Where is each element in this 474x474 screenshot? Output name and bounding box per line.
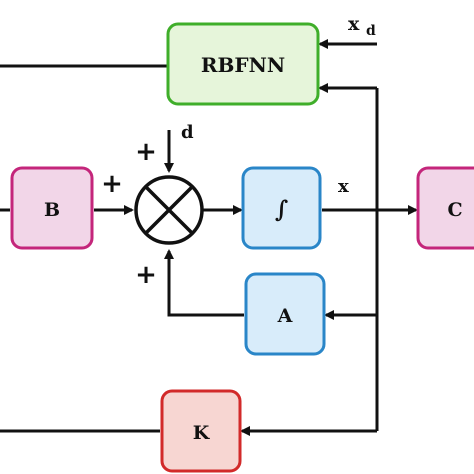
a-label: A [277, 305, 293, 327]
summing-junction [134, 175, 204, 245]
xd-label-sub: d [366, 23, 376, 39]
x-label: x [338, 176, 349, 197]
integrator-label: ∫ [275, 196, 288, 223]
rbfnn-label: RBFNN [201, 53, 285, 77]
d-label: d [181, 122, 194, 143]
sum-sign-left: + [101, 169, 123, 199]
a-block: A [244, 272, 326, 356]
sum-sign-top: + [135, 137, 157, 167]
sum-sign-bottom: + [135, 260, 157, 290]
a-to-sum-wire [164, 249, 244, 317]
xd-label: x d [348, 13, 376, 39]
integrator-block: ∫ [241, 166, 322, 250]
b-label: B [44, 199, 60, 221]
k-block: K [160, 389, 242, 473]
rbfnn-block: RBFNN [166, 22, 320, 106]
c-block: C [416, 166, 474, 250]
b-block: B [10, 166, 94, 250]
xd-label-main: x [348, 13, 360, 35]
k-label: K [193, 422, 211, 444]
c-label: C [447, 199, 462, 221]
